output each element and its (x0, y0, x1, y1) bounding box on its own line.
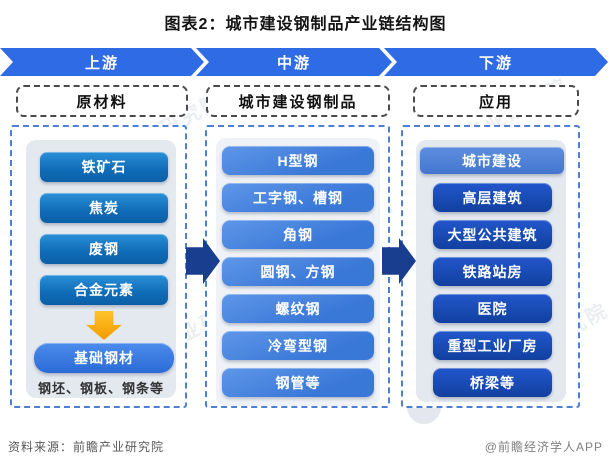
chain-node-rebar: 螺纹钢 (222, 294, 374, 323)
chain-node-public-building: 大型公共建筑 (433, 220, 552, 249)
footer-source: 资料来源：前瞻产业研究院 (8, 440, 165, 454)
chain-node-railway-station: 铁路站房 (433, 257, 552, 286)
chain-node-cold-formed-steel: 冷弯型钢 (222, 331, 374, 360)
chain-node-coke: 焦炭 (40, 193, 168, 223)
stage-label-raw-materials: 原材料 (16, 85, 188, 117)
chain-node-i-beam-channel: 工字钢、槽钢 (222, 183, 374, 212)
chain-node-angle-steel: 角钢 (222, 220, 374, 249)
chain-node-hospital: 医院 (433, 294, 552, 323)
chain-node-basic-steel: 基础钢材 (34, 343, 174, 373)
stage-label-text: 应用 (478, 93, 513, 111)
chain-node-bridge: 桥梁等 (433, 368, 552, 397)
chain-node-alloy-elements: 合金元素 (40, 275, 168, 305)
chain-node-highrise-building: 高层建筑 (433, 183, 552, 212)
band-label: 下游 (478, 54, 513, 72)
chain-node-urban-construction: 城市建设 (420, 147, 564, 174)
chain-node-scrap-steel: 废钢 (40, 234, 168, 264)
basic-steel-note: 钢坯、钢板、钢条等 (37, 381, 164, 396)
chain-node-iron-ore: 铁矿石 (40, 152, 168, 182)
band-segment-upstream: 上游 (0, 48, 204, 76)
band-label: 中游 (276, 54, 311, 72)
chain-node-h-beam: H型钢 (222, 146, 374, 175)
chain-node-round-square-steel: 圆钢、方钢 (222, 257, 374, 286)
footer-credit: @前瞻经济学人APP (484, 440, 603, 454)
stage-label-application: 应用 (413, 85, 579, 117)
band-segment-midstream: 中游 (196, 48, 392, 76)
chain-node-industrial-plant: 重型工业厂房 (433, 331, 552, 360)
stage-label-steel-products: 城市建设钢制品 (206, 85, 390, 117)
stage-label-text: 原材料 (76, 93, 128, 111)
page-title: 图表2：城市建设钢制品产业链结构图 (164, 16, 447, 33)
band-segment-downstream: 下游 (384, 48, 608, 76)
chain-node-steel-pipe: 钢管等 (222, 368, 374, 397)
stage-label-text: 城市建设钢制品 (238, 93, 358, 111)
band-label: 上游 (84, 54, 119, 72)
